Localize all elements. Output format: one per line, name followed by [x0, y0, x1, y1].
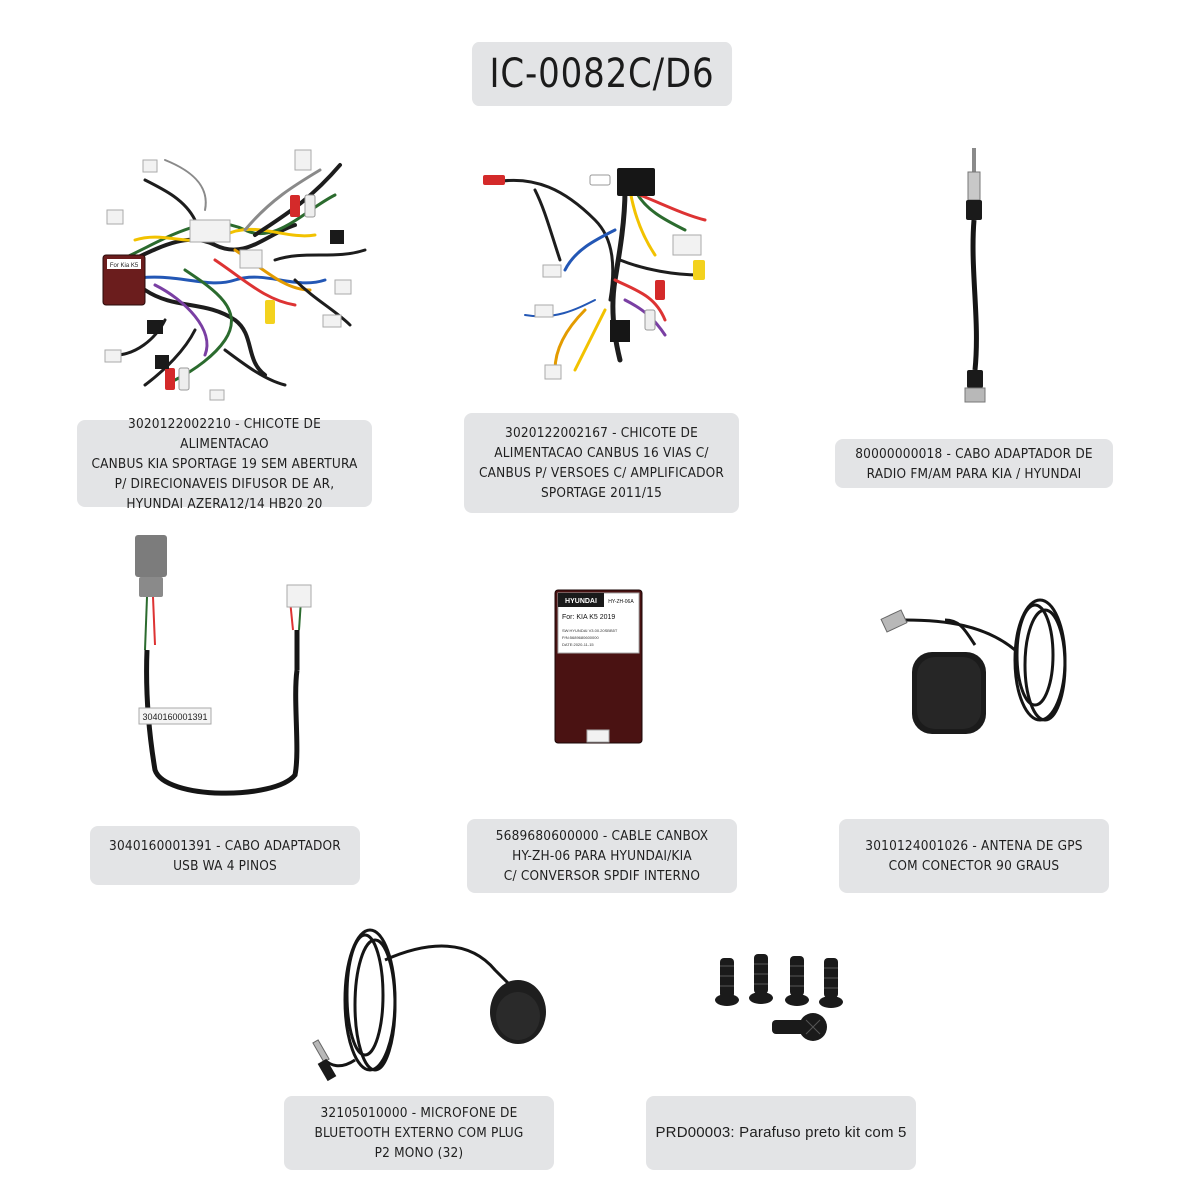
canbox-for-label: For: KIA K5 2019: [562, 614, 615, 621]
canbox-brand: HYUNDAI: [565, 598, 597, 605]
microphone-image: [300, 920, 550, 1090]
caption-radio-cable: 80000000018 - CABO ADAPTADOR DE RADIO FM…: [835, 439, 1113, 488]
caption-harness-19: 3020122002210 - CHICOTE DE ALIMENTACAO C…: [77, 416, 372, 512]
caption-microphone: 32105010000 - MICROFONE DE BLUETOOTH EXT…: [284, 1096, 554, 1170]
caption-screws: PRD00003: Parafuso preto kit com 5: [646, 1096, 916, 1170]
canbox-small-label: For Kia K5: [110, 263, 139, 269]
gps-antenna-image: [865, 590, 1085, 750]
canbox-image: HYUNDAI HY-ZH-06A For: KIA K5 2019 SW:HY…: [554, 589, 645, 745]
canbox-line1: SW:HYUNDAI V3.00.20SBB5T: [562, 628, 618, 633]
canbox-model-code: HY-ZH-06A: [608, 599, 634, 605]
usb-cable-tag: 3040160001391: [142, 712, 207, 722]
radio-cable-image: [940, 140, 1020, 410]
caption-canbox: 5689680600000 - CABLE CANBOX HY-ZH-06 PA…: [467, 819, 737, 893]
page-title: IC-0082C/D6: [471, 42, 733, 106]
harness-16-image: [475, 160, 725, 390]
caption-harness-16: 3020122002167 - CHICOTE DE ALIMENTACAO C…: [464, 413, 739, 513]
canbox-line3: DATE:2020-11-15: [562, 642, 594, 647]
usb-cable-image: 3040160001391: [125, 530, 325, 800]
caption-gps-antenna: 3010124001026 - ANTENA DE GPS COM CONECT…: [839, 819, 1109, 893]
harness-19-image: For Kia K5: [95, 140, 375, 405]
canbox-line2: P/N:5689680600000: [562, 635, 599, 640]
caption-usb-cable: 3040160001391 - CABO ADAPTADOR USB WA 4 …: [90, 826, 360, 885]
screws-image: [710, 950, 850, 1050]
